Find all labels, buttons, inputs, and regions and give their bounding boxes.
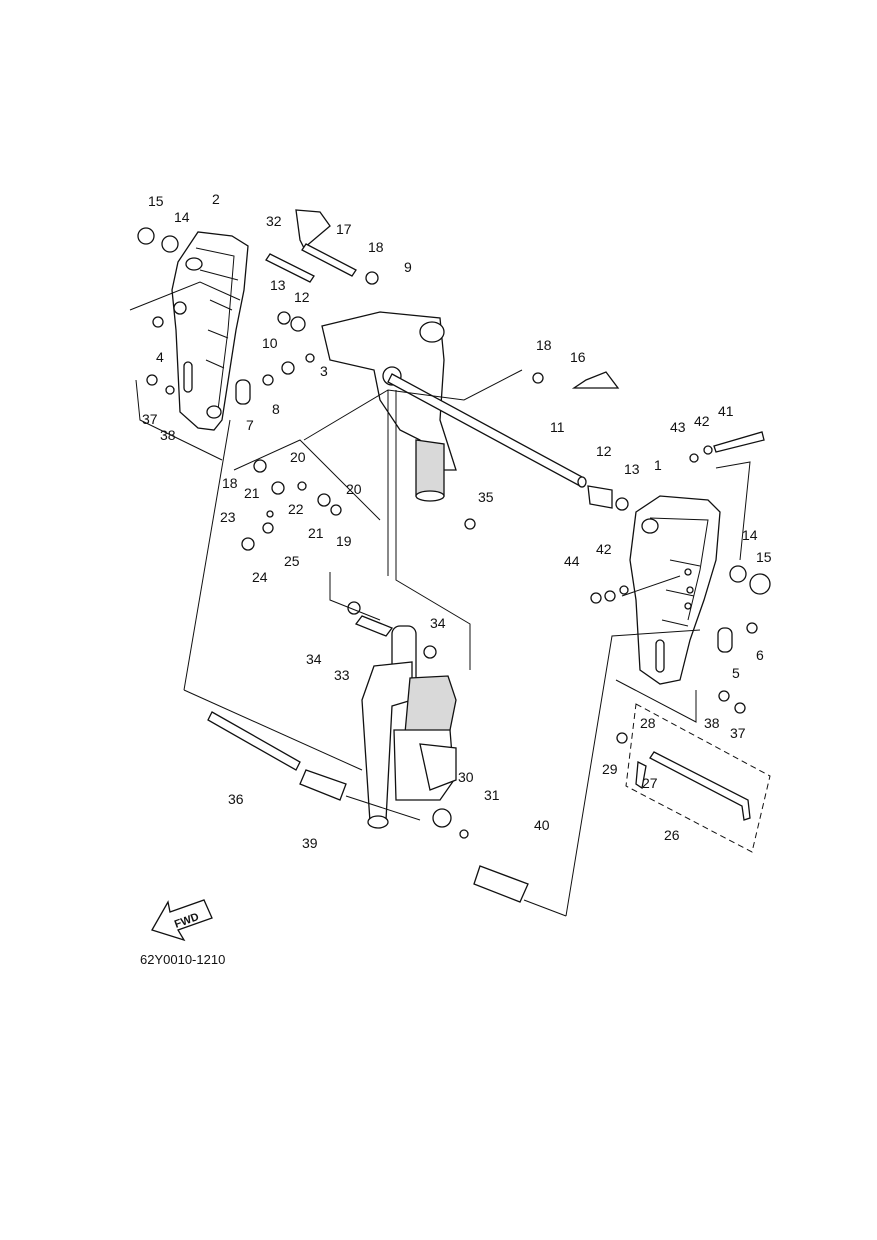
callout-4: 4	[156, 349, 164, 365]
callout-14a: 14	[174, 209, 190, 225]
right-clamp-bracket	[629, 495, 721, 685]
callout-1: 1	[654, 457, 662, 473]
callout-29: 29	[602, 761, 618, 777]
callout-37a: 37	[142, 411, 158, 427]
callout-34b: 34	[430, 615, 446, 631]
callout-17: 17	[336, 221, 352, 237]
callout-15a: 15	[148, 193, 164, 209]
fasteners	[137, 227, 771, 839]
shafts-and-collars	[207, 209, 620, 903]
callout-18b: 18	[536, 337, 552, 353]
callout-numbers: 1 2 3 4 5 6 7 8 9 10 11 12 12 13 13 14 1…	[142, 191, 772, 851]
callout-13a: 13	[270, 277, 286, 293]
callout-21a: 21	[244, 485, 260, 501]
callout-13b: 13	[624, 461, 640, 477]
callout-39: 39	[302, 835, 318, 851]
callout-25: 25	[284, 553, 300, 569]
callout-36: 36	[228, 791, 244, 807]
callout-12b: 12	[596, 443, 612, 459]
callout-2: 2	[212, 191, 220, 207]
callout-20a: 20	[290, 449, 306, 465]
callout-26: 26	[664, 827, 680, 843]
callout-33: 33	[334, 667, 350, 683]
callout-22: 22	[288, 501, 304, 517]
diagram-code: 62Y0010-1210	[140, 952, 225, 967]
callout-28: 28	[640, 715, 656, 731]
callout-16: 16	[570, 349, 586, 365]
callout-38a: 38	[160, 427, 176, 443]
callout-7: 7	[246, 417, 254, 433]
callout-43: 43	[670, 419, 686, 435]
callout-42a: 42	[596, 541, 612, 557]
callout-44: 44	[564, 553, 580, 569]
callout-31: 31	[484, 787, 500, 803]
callout-24: 24	[252, 569, 268, 585]
callout-9: 9	[404, 259, 412, 275]
callout-18a: 18	[368, 239, 384, 255]
callout-23: 23	[220, 509, 236, 525]
tilt-shaft	[387, 373, 587, 488]
callout-38b: 38	[704, 715, 720, 731]
callout-27: 27	[642, 775, 658, 791]
callout-21b: 21	[308, 525, 324, 541]
left-clamp-bracket	[171, 231, 249, 431]
callout-3: 3	[320, 363, 328, 379]
callout-42b: 42	[694, 413, 710, 429]
callout-5: 5	[732, 665, 740, 681]
callout-40: 40	[534, 817, 550, 833]
leader-lines	[129, 281, 751, 917]
callout-18c: 18	[222, 475, 238, 491]
callout-8: 8	[272, 401, 280, 417]
callout-20b: 20	[346, 481, 362, 497]
callout-11: 11	[550, 419, 565, 435]
callout-6: 6	[756, 647, 764, 663]
callout-15b: 15	[756, 549, 772, 565]
callout-10: 10	[262, 335, 278, 351]
callout-12a: 12	[294, 289, 310, 305]
callout-35: 35	[478, 489, 494, 505]
callout-30: 30	[458, 769, 474, 785]
callout-19: 19	[336, 533, 352, 549]
callout-14b: 14	[742, 527, 758, 543]
fwd-arrow-icon: FWD	[151, 899, 213, 942]
callout-41: 41	[718, 403, 734, 419]
power-trim-tilt-unit	[361, 625, 457, 829]
callout-34a: 34	[306, 651, 322, 667]
tie-bar-kit	[625, 703, 771, 853]
callout-32: 32	[266, 213, 282, 229]
callout-37b: 37	[730, 725, 746, 741]
